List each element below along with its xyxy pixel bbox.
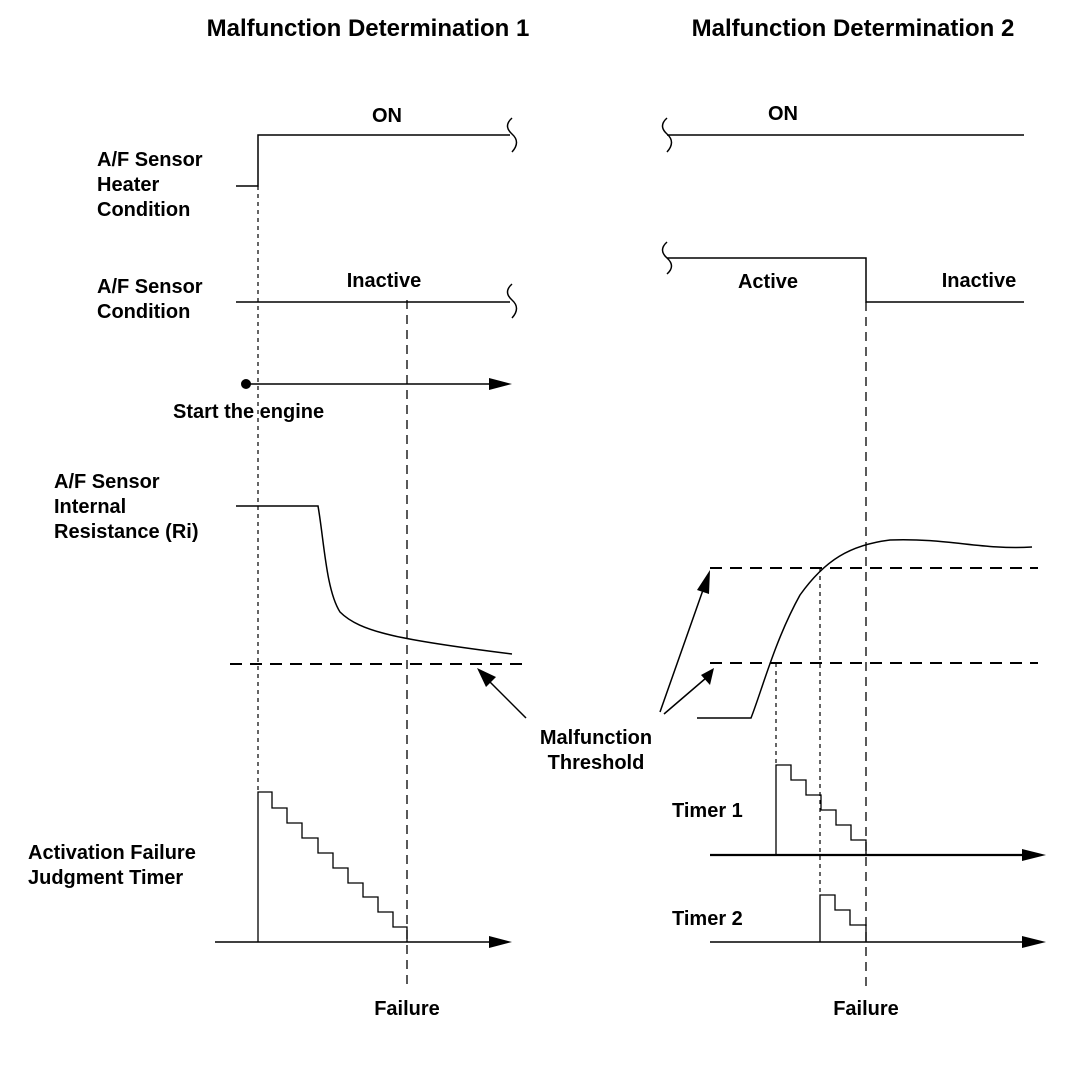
title-malfunction-1: Malfunction Determination 1 — [207, 15, 530, 42]
timer1-arrowhead — [1022, 849, 1046, 861]
threshold-pointer-upper — [659, 589, 704, 713]
threshold-pointer-lower — [663, 677, 707, 715]
failure-label-left: Failure — [374, 998, 440, 1020]
threshold-label-line2: Threshold — [548, 752, 645, 774]
ri-label-line2: Internal — [54, 496, 126, 518]
timer2-label: Timer 2 — [672, 908, 743, 930]
sensor-condition-label-line1: A/F Sensor — [97, 276, 203, 298]
ri-curve-right — [697, 539, 1033, 719]
timer1-label: Timer 1 — [672, 800, 743, 822]
ri-label-line3: Resistance (Ri) — [54, 521, 199, 543]
sensor-inactive-label-right: Inactive — [942, 270, 1016, 292]
threshold-label-line1: Malfunction — [540, 727, 652, 749]
heater-on-label: ON — [372, 105, 402, 127]
title-malfunction-2: Malfunction Determination 2 — [692, 15, 1015, 42]
timer-label-line1: Activation Failure — [28, 842, 196, 864]
timer-label-line2: Judgment Timer — [28, 867, 183, 889]
heater-signal-left — [236, 134, 510, 187]
heater-label-line3: Condition — [97, 199, 190, 221]
timer2-arrowhead — [1022, 936, 1046, 948]
threshold-pointer-upper-head — [697, 570, 710, 594]
ri-label-line1: A/F Sensor — [54, 471, 160, 493]
heater-on-label-right: ON — [768, 103, 798, 125]
break-mark-sensor-left — [506, 283, 518, 319]
threshold-pointer-lower-head — [701, 668, 714, 685]
start-engine-label: Start the engine — [173, 401, 324, 423]
sensor-inactive-label: Inactive — [347, 270, 421, 292]
ri-curve-left — [236, 505, 513, 655]
failure-label-right: Failure — [833, 998, 899, 1020]
sensor-active-label: Active — [738, 271, 798, 293]
threshold-pointer-left — [485, 677, 527, 719]
start-engine-arrowhead — [489, 378, 512, 390]
sensor-condition-line-right — [667, 257, 1024, 303]
heater-label-line2: Heater — [97, 174, 159, 196]
timer2-staircase — [819, 894, 867, 942]
heater-label-line1: A/F Sensor — [97, 149, 203, 171]
break-mark-heater-right — [661, 117, 673, 153]
timer1-staircase — [775, 764, 867, 855]
judgment-timer-arrowhead — [489, 936, 512, 948]
break-mark-heater-left — [506, 117, 518, 153]
threshold-pointer-left-head — [477, 668, 496, 687]
sensor-condition-label-line2: Condition — [97, 301, 190, 323]
judgment-timer-staircase — [257, 791, 408, 942]
